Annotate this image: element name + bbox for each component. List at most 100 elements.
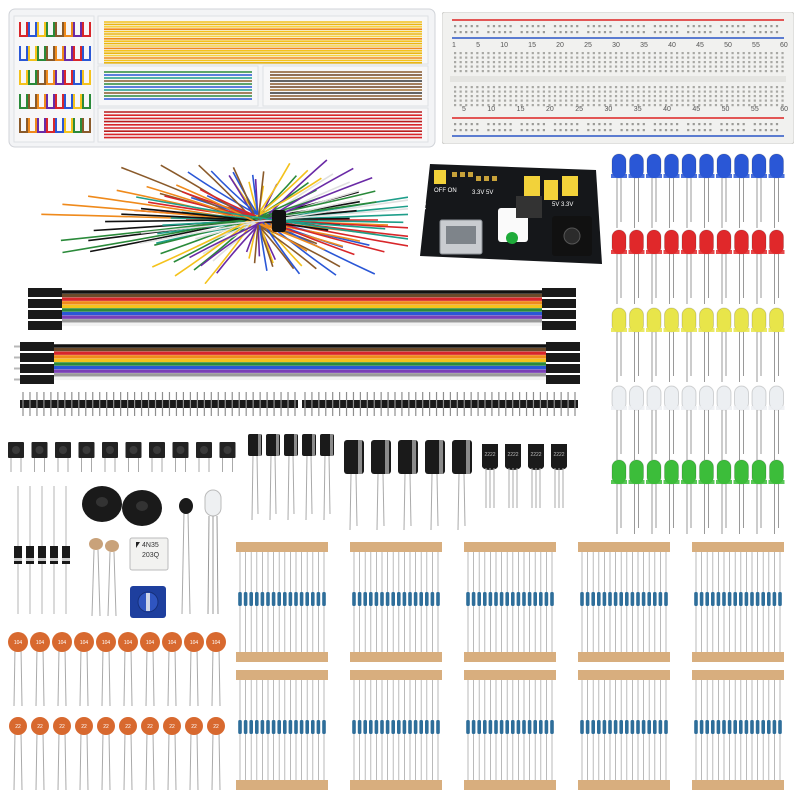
thermistor [176, 496, 198, 616]
resistor [733, 592, 737, 606]
led-rim [611, 406, 627, 410]
resistor [527, 720, 532, 734]
jumper-wire [37, 118, 46, 133]
resistor-tape [350, 652, 442, 662]
jumper-wire [151, 177, 322, 268]
led-rim [646, 480, 662, 484]
led-rim [768, 480, 785, 484]
tactile-button-row [6, 438, 238, 474]
resistor [658, 592, 663, 606]
ceramic-capacitor-lead [64, 731, 67, 791]
resistor-tape [350, 780, 442, 790]
dupont-connector [546, 375, 580, 384]
pin-header-strip-right [302, 392, 578, 416]
resistor-tape [692, 652, 784, 662]
resistor [466, 592, 470, 606]
photoresistors-graphic [89, 538, 119, 617]
led-rim [681, 250, 697, 254]
capacitor-lead [269, 453, 272, 521]
resistor [425, 720, 429, 734]
ceramic-capacitor-lead [189, 647, 192, 706]
resistor [238, 720, 242, 734]
ceramic-capacitor-lead [174, 731, 177, 791]
ceramic-capacitor-lead [20, 647, 23, 706]
resistor [255, 720, 259, 734]
breadboard-column-number: 20 [556, 42, 564, 49]
resistor [580, 592, 584, 606]
resistor [260, 592, 265, 606]
ceramic-capacitor-lead [167, 647, 170, 706]
resistor [471, 720, 476, 734]
breadboard-column-number: 30 [604, 106, 613, 113]
ceramic-capacitor-label: 22 [191, 724, 197, 730]
led-rim [733, 480, 750, 484]
resistor [767, 720, 771, 734]
resistor [413, 720, 418, 734]
tactile-button-cap [200, 446, 208, 454]
resistor [744, 720, 749, 734]
transistor [528, 444, 544, 470]
ceramic-capacitor-lead [123, 647, 126, 706]
ceramic-capacitor-lead [123, 731, 126, 791]
ceramic-capacitor [119, 717, 137, 735]
resistor-tape [236, 542, 328, 552]
resistor-packs-graphic [236, 542, 784, 790]
resistor [647, 592, 651, 606]
jumper-wire [28, 94, 37, 109]
resistor [436, 592, 440, 606]
ceramic-capacitor-lead [211, 731, 214, 791]
breadboard-column-number: 35 [640, 42, 648, 49]
led-rim [716, 174, 732, 178]
resistor [419, 592, 423, 606]
resistor [488, 720, 493, 734]
jumper-wire [73, 118, 82, 133]
resistor [271, 592, 276, 606]
jumper-wire-box [8, 8, 436, 148]
resistor [653, 720, 657, 734]
jumper-wire [60, 201, 377, 242]
jumper-wire [55, 70, 64, 85]
ceramic-capacitor [162, 632, 182, 652]
tactile-button-cap [153, 446, 161, 454]
ceramic-capacitor [118, 632, 138, 652]
resistor [722, 720, 726, 734]
dupont-connector [20, 364, 54, 373]
resistor-tape [464, 670, 556, 680]
jumper-wire [46, 70, 55, 85]
ceramic-capacitor-label: 104 [36, 640, 45, 646]
resistor [436, 720, 440, 734]
resistor [374, 592, 379, 606]
dupont-connector [28, 288, 62, 297]
resistor [249, 720, 253, 734]
ceramic-capacitor-lead [130, 731, 133, 791]
ceramic-capacitor-label: 22 [59, 724, 65, 730]
resistor-tape [350, 670, 442, 680]
resistor [625, 720, 629, 734]
resistor-tape [236, 780, 328, 790]
resistor [767, 592, 771, 606]
resistor [499, 592, 504, 606]
transistor-label: 2222 [530, 452, 541, 458]
resistor [522, 720, 526, 734]
dupont-connector [542, 321, 576, 330]
dupont-connector [28, 310, 62, 319]
resistor [369, 720, 373, 734]
capacitor-stripe [276, 434, 279, 456]
tactile-buttons-graphic [8, 442, 236, 472]
led-rim [628, 328, 645, 332]
breadboard-column-number: 40 [663, 106, 671, 113]
resistor [602, 592, 607, 606]
capacitor-stripe [312, 434, 315, 456]
resistor [494, 720, 498, 734]
resistor [778, 592, 782, 606]
resistor [630, 592, 635, 606]
ceramic-capacitor-label: 104 [146, 640, 155, 646]
resistor [636, 592, 640, 606]
jumper-wire [82, 22, 91, 37]
ceramic-capacitor-lead [35, 731, 38, 791]
led-rim [628, 480, 645, 484]
resistor [316, 720, 321, 734]
breadboard-graphic [442, 12, 794, 144]
resistor [499, 720, 504, 734]
led-rim [681, 406, 697, 410]
